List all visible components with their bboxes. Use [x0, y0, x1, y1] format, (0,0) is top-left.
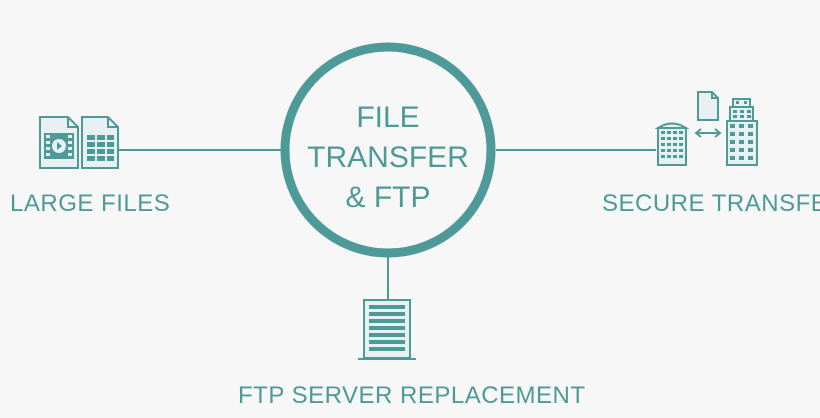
secure-transfer-label: SECURE TRANSFER [602, 190, 820, 217]
center-title-line1: FILE [356, 101, 420, 134]
center-title-line2: TRANSFER [307, 141, 469, 174]
ftp-server-replacement-label: FTP SERVER REPLACEMENT [238, 382, 586, 409]
center-circle [280, 42, 496, 258]
document-files-icon [39, 116, 119, 169]
center-title: FILE TRANSFER & FTP [298, 98, 478, 218]
server-icon [358, 299, 416, 360]
large-files-label: LARGE FILES [10, 190, 171, 217]
center-title-line3: & FTP [345, 181, 431, 214]
buildings-transfer-icon [654, 91, 758, 166]
